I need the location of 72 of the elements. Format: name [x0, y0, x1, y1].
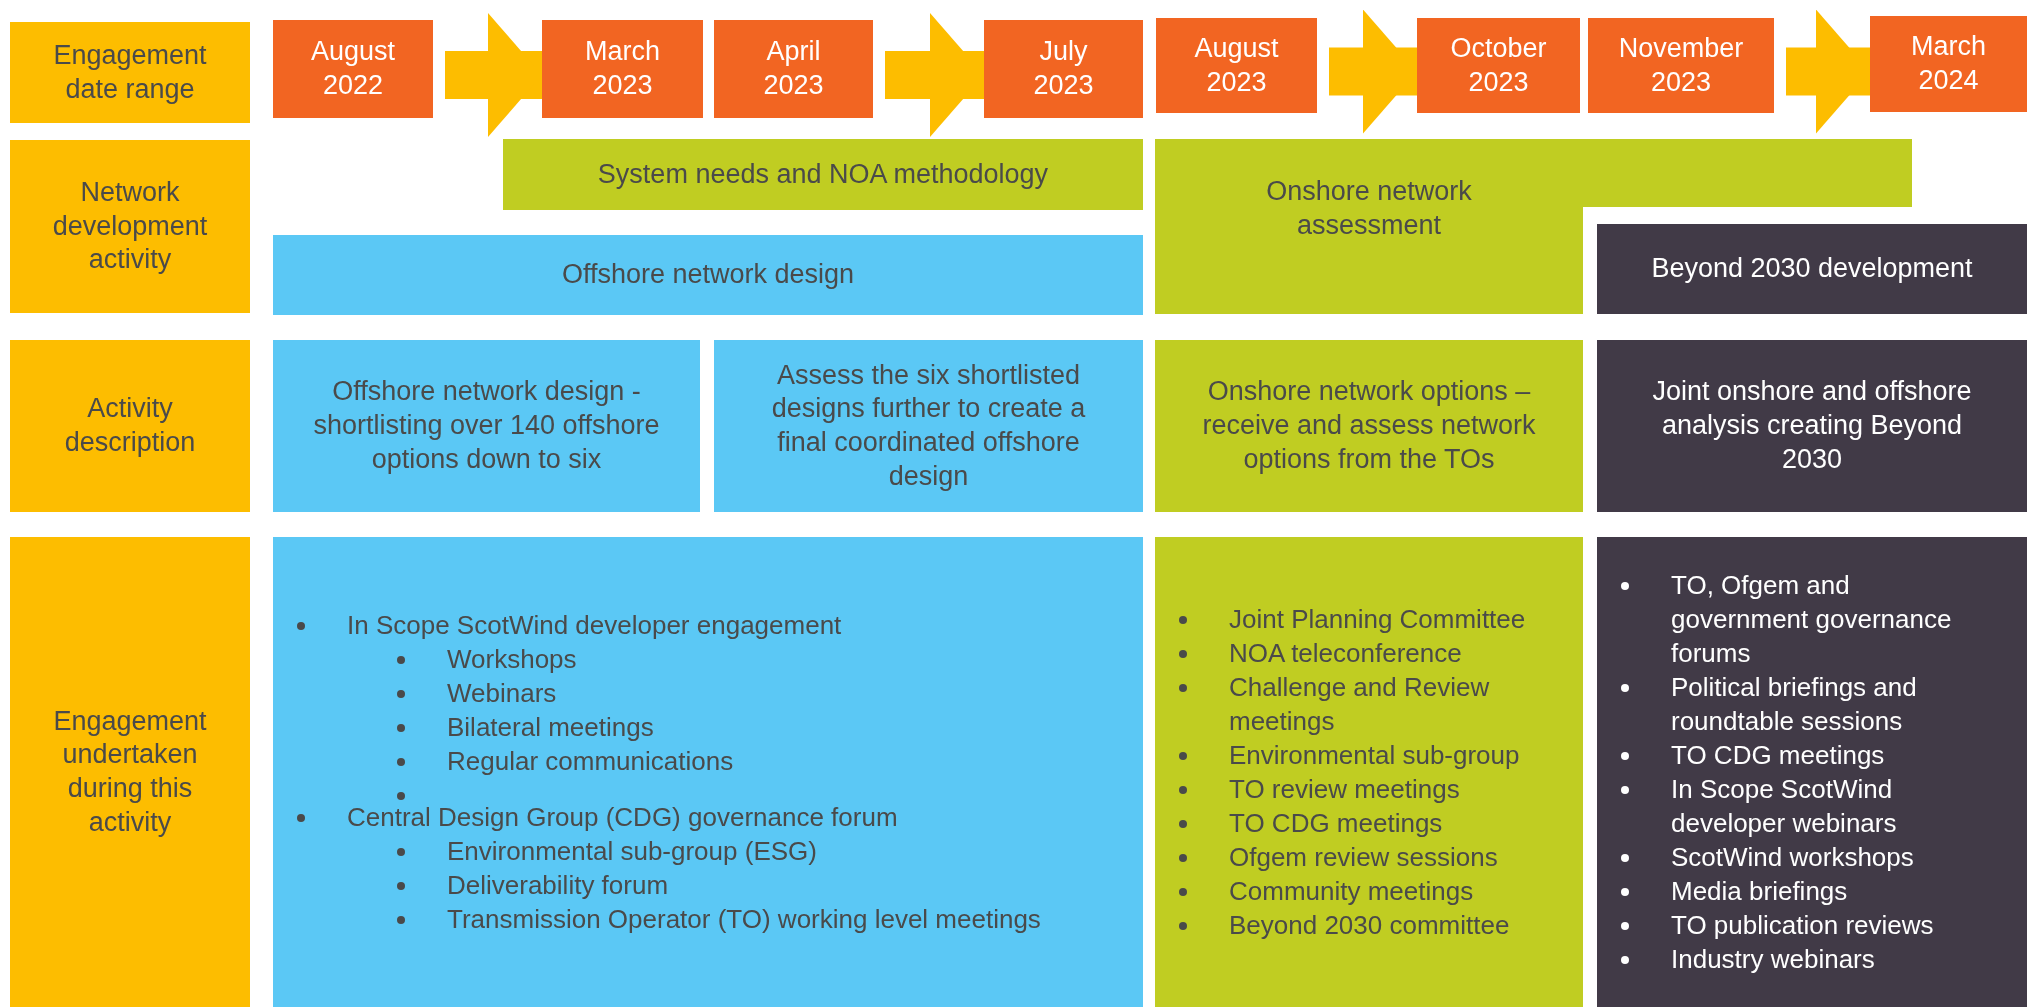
- list-item: TO publication reviews: [1671, 909, 1934, 942]
- chevron-arrow: [885, 13, 984, 137]
- date-label: October 2023: [1450, 31, 1547, 99]
- list-item: TO, Ofgem and government governance forums: [1671, 569, 1953, 670]
- date-label: August 2022: [310, 35, 396, 102]
- box-label: Offshore network design: [561, 258, 855, 292]
- date-box: [1870, 16, 2027, 112]
- header-label: Activity description: [63, 392, 197, 459]
- description-box: [273, 340, 700, 512]
- date-box: [984, 20, 1143, 118]
- list-item: Joint Planning Committee: [1229, 603, 1526, 636]
- row-header: [10, 340, 250, 512]
- activity-bar: [273, 235, 1143, 315]
- date-label: April 2023: [763, 35, 824, 102]
- list-item: Beyond 2030 committee: [1229, 909, 1510, 942]
- description-box: [1597, 340, 2027, 512]
- list-item: Environmental sub-group: [1229, 739, 1520, 772]
- date-label: March 2023: [585, 35, 660, 102]
- list-item: NOA teleconference: [1229, 637, 1462, 670]
- date-box: [542, 20, 703, 118]
- engagement-box: [273, 537, 1143, 1007]
- date-box: [1588, 18, 1774, 113]
- list-item: In Scope ScotWind developer engagement: [347, 609, 842, 642]
- box-label: Assess the six shortlisted designs further to create a final coordinated offshore design: [770, 358, 1087, 493]
- description-box: [714, 340, 1143, 512]
- list-item: Deliverability forum: [447, 869, 669, 902]
- list-item: In Scope ScotWind developer webinars: [1671, 773, 1898, 840]
- chevron-arrow: [445, 13, 542, 137]
- list-item: TO CDG meetings: [1229, 807, 1443, 840]
- header-label: Engagement undertaken during this activity: [52, 704, 208, 839]
- date-label: March 2024: [1911, 30, 1986, 97]
- date-box: [1417, 18, 1580, 113]
- engagement-box: [1597, 537, 2027, 1007]
- box-label: Onshore network options – receive and assess network options from the TOs: [1201, 375, 1537, 476]
- list-item: Media briefings: [1671, 875, 1848, 908]
- list-item: TO review meetings: [1229, 773, 1460, 806]
- row-header: [10, 22, 250, 123]
- date-label: November 2023: [1618, 31, 1744, 99]
- activity-label: Onshore network assessment: [1265, 175, 1473, 242]
- list-item: Ofgem review sessions: [1229, 841, 1498, 874]
- date-label: July 2023: [1033, 35, 1094, 102]
- date-box: [714, 20, 873, 118]
- list-item: Workshops: [447, 643, 577, 676]
- list-item: Central Design Group (CDG) governance forum: [347, 801, 898, 834]
- row-header: [10, 140, 250, 313]
- date-box: [1156, 18, 1317, 113]
- list-item: Industry webinars: [1671, 943, 1875, 976]
- box-label: System needs and NOA methodology: [597, 157, 1049, 191]
- list-item: Community meetings: [1229, 875, 1474, 908]
- list-item: Environmental sub-group (ESG): [447, 835, 817, 868]
- header-label: Engagement date range: [52, 38, 208, 106]
- list-item: ScotWind workshops: [1671, 841, 1914, 874]
- box-label: Offshore network design - shortlisting over 140 offshore options down to six: [312, 375, 661, 476]
- date-label: August 2023: [1194, 31, 1279, 99]
- list-item: TO CDG meetings: [1671, 739, 1885, 772]
- chevron-arrow: [1786, 9, 1870, 134]
- box-label: Joint onshore and offshore analysis creating Beyond 2030: [1651, 375, 1973, 476]
- list-item: Political briefings and roundtable sessions: [1671, 671, 1918, 738]
- list-item: Transmission Operator (TO) working level meetings: [447, 903, 1041, 936]
- list-item: Challenge and Review meetings: [1229, 671, 1491, 738]
- row-header: [10, 537, 250, 1007]
- list-item: Regular communications: [447, 745, 734, 778]
- list-item: Bilateral meetings: [447, 711, 654, 744]
- box-label: Beyond 2030 development: [1651, 252, 1973, 286]
- header-label: Network development activity: [51, 175, 209, 277]
- description-box: [1155, 340, 1583, 512]
- date-box: [273, 20, 433, 118]
- activity-bar: [1597, 224, 2027, 314]
- chevron-arrow: [1329, 9, 1417, 134]
- list-item: Webinars: [447, 677, 557, 710]
- engagement-box: [1155, 537, 1583, 1007]
- activity-bar: [503, 139, 1143, 210]
